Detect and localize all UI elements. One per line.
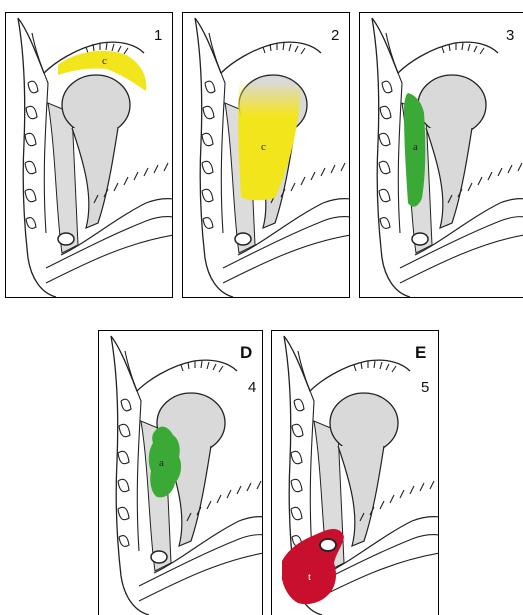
panel-1: 1 c (5, 12, 173, 298)
palate (327, 517, 439, 573)
head-sagittal-drawing (183, 13, 350, 298)
head-sagittal-drawing (272, 331, 439, 615)
region-label: a (413, 141, 418, 153)
palate (238, 199, 350, 255)
head-sagittal-drawing (360, 13, 523, 298)
vertebrae (202, 81, 215, 228)
adenoid-mass (418, 75, 486, 135)
region-label: t (308, 571, 311, 583)
head-sagittal-drawing (99, 331, 263, 615)
panel-2: 2 c (182, 12, 350, 298)
panel-3: 3 a (359, 12, 523, 298)
panel-number: 1 (154, 27, 162, 44)
region-label: c (102, 55, 107, 67)
adenoid-mass (330, 393, 398, 453)
head-sagittal-drawing (6, 13, 173, 298)
panel-5: E 5 t (271, 330, 439, 615)
highlight-region (238, 81, 301, 200)
vertebrae (379, 81, 392, 228)
panel-4: D 4 a (98, 330, 263, 615)
panel-number: 2 (331, 27, 339, 44)
vertebrae (118, 399, 131, 546)
vertebrae (25, 81, 38, 228)
vertebrae (291, 399, 304, 546)
panel-letter: E (415, 343, 426, 363)
adenoid-mass (62, 75, 130, 135)
region-label: c (261, 141, 266, 153)
palate (61, 199, 173, 255)
panel-number: 4 (248, 379, 256, 396)
panel-letter: D (240, 343, 252, 363)
region-label: a (159, 457, 164, 469)
panel-number: 5 (421, 379, 429, 396)
panel-number: 3 (506, 27, 514, 44)
